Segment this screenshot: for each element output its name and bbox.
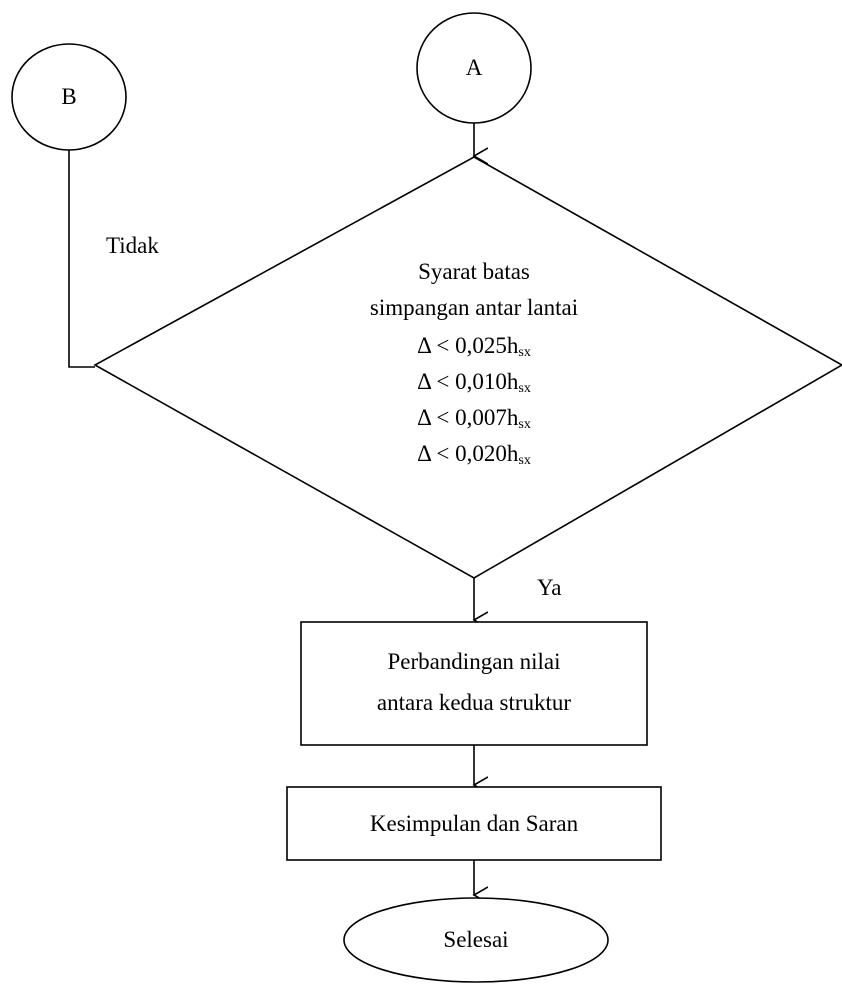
decision-condition-1-subscript: sx <box>518 345 531 360</box>
compare-line2: antara kedua struktur <box>376 690 572 715</box>
decision-condition-3-value: Δ < 0,007h <box>417 405 519 430</box>
decision-condition-4-subscript: sx <box>518 453 531 468</box>
decision-condition-1-value: Δ < 0,025h <box>417 333 519 358</box>
conclusion-text: Kesimpulan dan Saran <box>369 811 579 836</box>
decision-condition-2-value: Δ < 0,010h <box>417 369 519 394</box>
decision-condition-4: Δ < 0,020hsx <box>374 440 574 475</box>
compare-process-box <box>300 621 648 746</box>
no-branch-line <box>68 150 95 368</box>
no-branch-label: Tidak <box>106 233 159 258</box>
connector-a-label: A <box>465 55 483 80</box>
decision-title-line1: Syarat batas <box>418 259 530 284</box>
decision-condition-2-subscript: sx <box>518 381 531 396</box>
decision-condition-3-subscript: sx <box>518 417 531 432</box>
decision-condition-2: Δ < 0,010hsx <box>374 368 574 403</box>
yes-branch-label: Ya <box>537 575 562 600</box>
decision-condition-1: Δ < 0,025hsx <box>374 332 574 367</box>
conclusion-process-box <box>286 786 662 861</box>
end-terminator <box>343 897 609 983</box>
decision-condition-4-value: Δ < 0,020h <box>417 441 519 466</box>
decision-condition-3: Δ < 0,007hsx <box>374 404 574 439</box>
decision-title-line2: simpangan antar lantai <box>369 295 579 320</box>
connector-b-label: B <box>61 84 77 109</box>
compare-line1: Perbandingan nilai <box>387 649 561 674</box>
end-label: Selesai <box>443 927 509 952</box>
